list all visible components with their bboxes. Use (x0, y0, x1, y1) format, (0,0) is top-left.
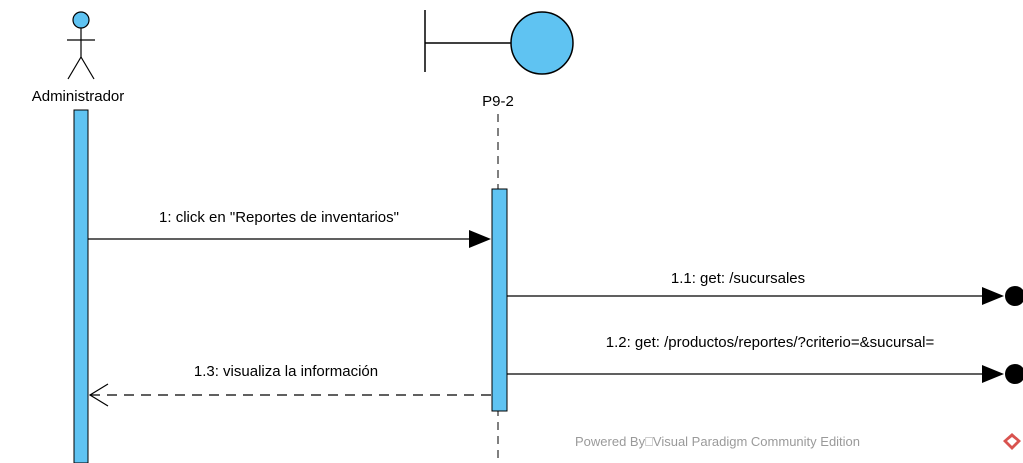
p9-2-activation-bar (491, 188, 508, 412)
boundary-icon (424, 10, 574, 75)
message-1-1-label: 1.1: get: /sucursales (671, 270, 805, 287)
message-1-2-arrowhead (982, 365, 1004, 383)
p9-2-label: P9-2 (482, 93, 514, 110)
message-1-arrowhead (469, 230, 491, 248)
message-1-2-label: 1.2: get: /productos/reportes/?criterio=… (606, 334, 935, 351)
message-1-1-arrowhead (982, 287, 1004, 305)
message-1-3-open-arrowhead (88, 383, 109, 407)
administrador-activation-bar (73, 109, 89, 463)
watermark-text: Powered By⎕Visual Paradigm Community Edi… (575, 434, 860, 449)
message-1-3-label: 1.3: visualiza la información (194, 363, 378, 380)
message-1-1-lost-endpoint (1005, 286, 1023, 306)
visual-paradigm-logo-icon (1003, 433, 1021, 450)
message-1-label: 1: click en "Reportes de inventarios" (159, 209, 399, 226)
administrador-actor-icon (67, 11, 95, 80)
administrador-label: Administrador (32, 88, 125, 105)
message-1-2-lost-endpoint (1005, 364, 1023, 384)
